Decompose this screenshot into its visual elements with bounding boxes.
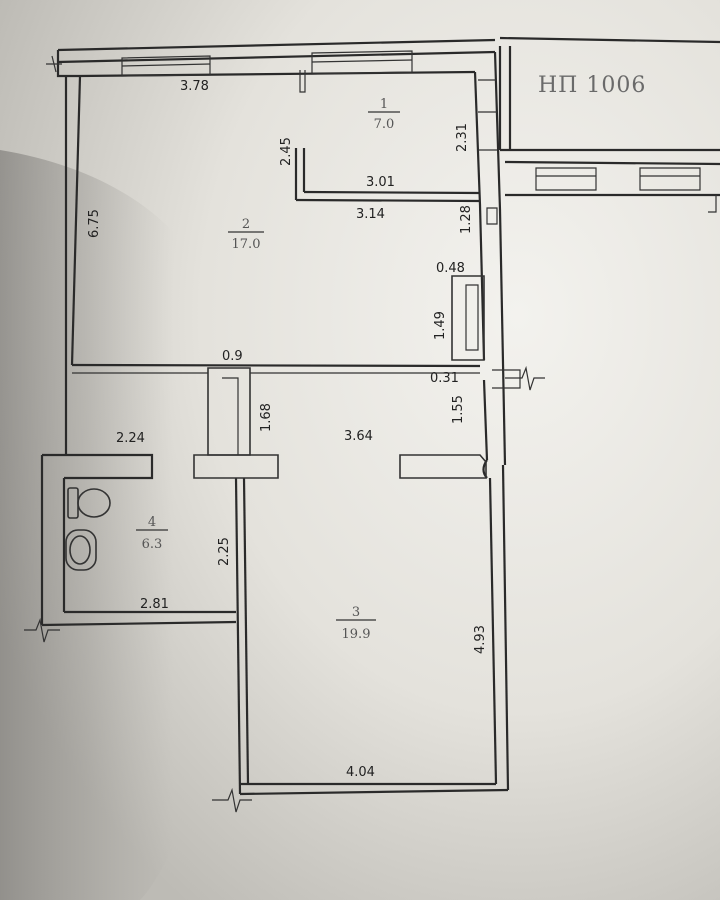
- dimension-labels: 3.78 2.45 3.01 3.14 2.31 1.28 0.48 1.49 …: [87, 79, 488, 780]
- sink-icon: [65, 529, 97, 571]
- toilet-icon: [67, 487, 111, 519]
- dimension-label: 3.14: [356, 207, 385, 222]
- dimension-label: 1.55: [451, 395, 466, 424]
- room-1-label: 1 7.0: [368, 97, 400, 132]
- room-2-label: 2 17.0: [228, 217, 264, 252]
- dimension-label: 0.9: [222, 349, 243, 364]
- dimension-label: 1.28: [459, 205, 474, 234]
- room-area: 17.0: [232, 237, 261, 252]
- dimension-label: 2.25: [217, 537, 232, 566]
- dimension-label: 6.75: [87, 209, 102, 238]
- dimension-label: 1.49: [433, 311, 448, 340]
- unit-label: НП 1006: [538, 73, 646, 98]
- room-number: 2: [242, 217, 250, 232]
- room-4-label: 4 6.3: [136, 515, 168, 552]
- dimension-label: 3.64: [344, 429, 373, 444]
- dimension-label: 3.78: [180, 79, 209, 94]
- dimension-label: 2.45: [279, 137, 294, 166]
- dimension-label: 1.68: [259, 403, 274, 432]
- dimension-label: 0.31: [430, 371, 459, 386]
- room-number: 4: [148, 515, 156, 530]
- room-number: 1: [380, 97, 388, 112]
- exterior-walls: [46, 38, 545, 813]
- room-3-label: 3 19.9: [336, 605, 376, 642]
- dimension-label: 4.04: [346, 765, 375, 780]
- dimension-label: 2.31: [455, 123, 470, 152]
- hand-shadow: [0, 150, 248, 900]
- neighbour-walls: [498, 36, 720, 213]
- room-area: 7.0: [374, 117, 395, 132]
- room-area: 6.3: [142, 537, 163, 552]
- dimension-label: 2.81: [140, 597, 169, 612]
- dimension-label: 3.01: [366, 175, 395, 190]
- dimension-label: 2.24: [116, 431, 145, 446]
- dimension-label: 4.93: [473, 625, 488, 654]
- room-area: 19.9: [342, 627, 371, 642]
- interior-walls: [24, 70, 487, 643]
- room-number: 3: [352, 605, 360, 620]
- dimension-label: 0.48: [436, 261, 465, 276]
